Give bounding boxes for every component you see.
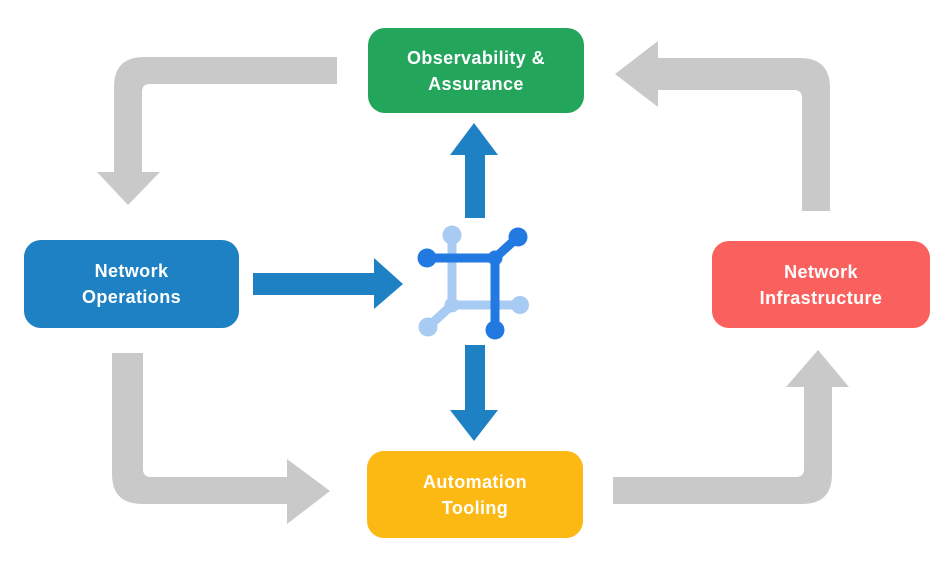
mesh-dark-corner-node bbox=[487, 250, 503, 266]
mesh-light-node-right bbox=[511, 296, 529, 314]
node-automation: Automation Tooling bbox=[367, 451, 583, 538]
arrow-center-to-observability bbox=[450, 123, 498, 218]
node-infrastructure-label: Network Infrastructure bbox=[759, 261, 883, 308]
node-operations: Network Operations bbox=[24, 240, 239, 328]
arrow-center-to-automation bbox=[450, 345, 498, 441]
mesh-dark-node-bottom bbox=[485, 320, 505, 340]
network-mesh-icon bbox=[417, 225, 529, 340]
mesh-dark-node-left bbox=[417, 248, 437, 268]
node-operations-label: Network Operations bbox=[81, 261, 182, 307]
node-observability: Observability & Assurance bbox=[368, 28, 584, 113]
mesh-light-node-top bbox=[442, 225, 462, 245]
mesh-light-corner-node bbox=[444, 297, 460, 313]
arrow-operations-to-center bbox=[253, 258, 403, 309]
arrow-operations-to-automation bbox=[112, 353, 330, 524]
arrow-observability-to-operations bbox=[97, 57, 337, 205]
mesh-dark-node-top-right bbox=[508, 227, 528, 247]
arrow-automation-to-infrastructure bbox=[613, 350, 849, 504]
node-automation-label: Automation Tooling bbox=[423, 471, 527, 518]
arrow-infrastructure-to-observability bbox=[615, 41, 830, 211]
node-observability-label: Observability & Assurance bbox=[406, 47, 546, 94]
node-infrastructure: Network Infrastructure bbox=[712, 241, 930, 328]
mesh-light-node-bottom-left bbox=[418, 317, 438, 337]
